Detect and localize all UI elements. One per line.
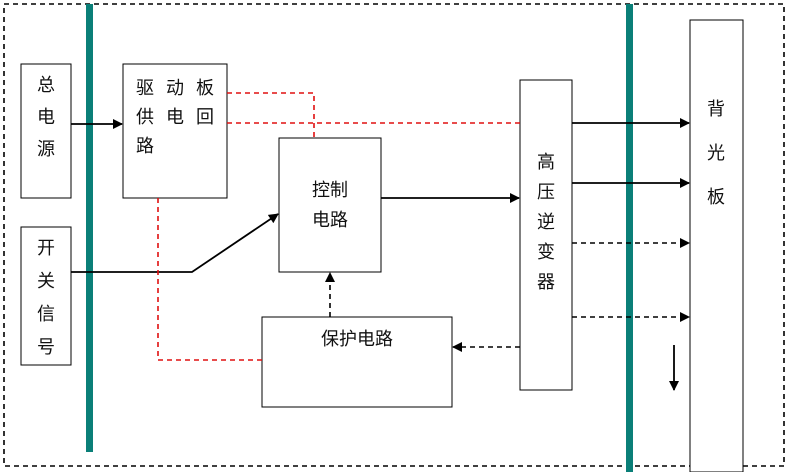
main-power-char: 源 [37,139,55,160]
main-power-label: 总 电 源 [36,70,56,166]
switch-signal-char: 信 [37,304,55,325]
right-divider-bar [626,4,633,472]
protection-box [261,316,453,408]
main-power-char: 电 [37,107,55,128]
backlight-char: 背 [707,99,725,120]
driver-to-control-red-dashed [227,92,315,138]
driver-to-protection-red-dashed [157,198,262,361]
inverter-char: 逆 [537,212,555,233]
backlight-char: 光 [707,143,725,164]
driver-board-char: 回 [196,107,214,128]
main-power-char: 总 [37,75,55,96]
driver-board-char: 动 [166,78,184,99]
inverter-char: 变 [537,242,555,263]
left-divider-bar [86,4,93,452]
driver-board-char: 板 [196,78,214,99]
switch-to-control-arrow [71,213,279,273]
driver-board-box [122,63,228,199]
control-label-line: 电路 [312,210,348,231]
inverter-char: 压 [537,182,555,203]
backlight-char: 板 [707,187,725,208]
backlight-label: 背 光 板 [706,88,726,220]
inverter-char: 高 [537,152,555,173]
driver-board-char: 供 [136,107,154,128]
control-box [278,137,382,273]
control-label-line: 控制 [312,180,348,201]
outer-frame [3,3,785,467]
driver-board-char: 驱 [136,78,154,99]
backlight-box [689,19,744,472]
switch-signal-char: 关 [37,271,55,292]
switch-signal-label: 开 关 信 号 [36,232,56,364]
main-power-box [20,63,72,199]
inverter-box [519,79,573,391]
control-label: 控制 电路 [279,176,381,236]
switch-signal-box [20,226,72,366]
switch-signal-char: 号 [37,337,55,358]
inverter-char: 器 [537,272,555,293]
protection-label: 保护电路 [321,329,393,350]
driver-board-char: 电 [166,107,184,128]
driver-board-label: 驱 动 板 供 电 回 路 [136,74,214,161]
switch-signal-char: 开 [37,238,55,259]
driver-board-char: 路 [136,136,154,157]
inverter-label: 高 压 逆 变 器 [536,148,556,298]
